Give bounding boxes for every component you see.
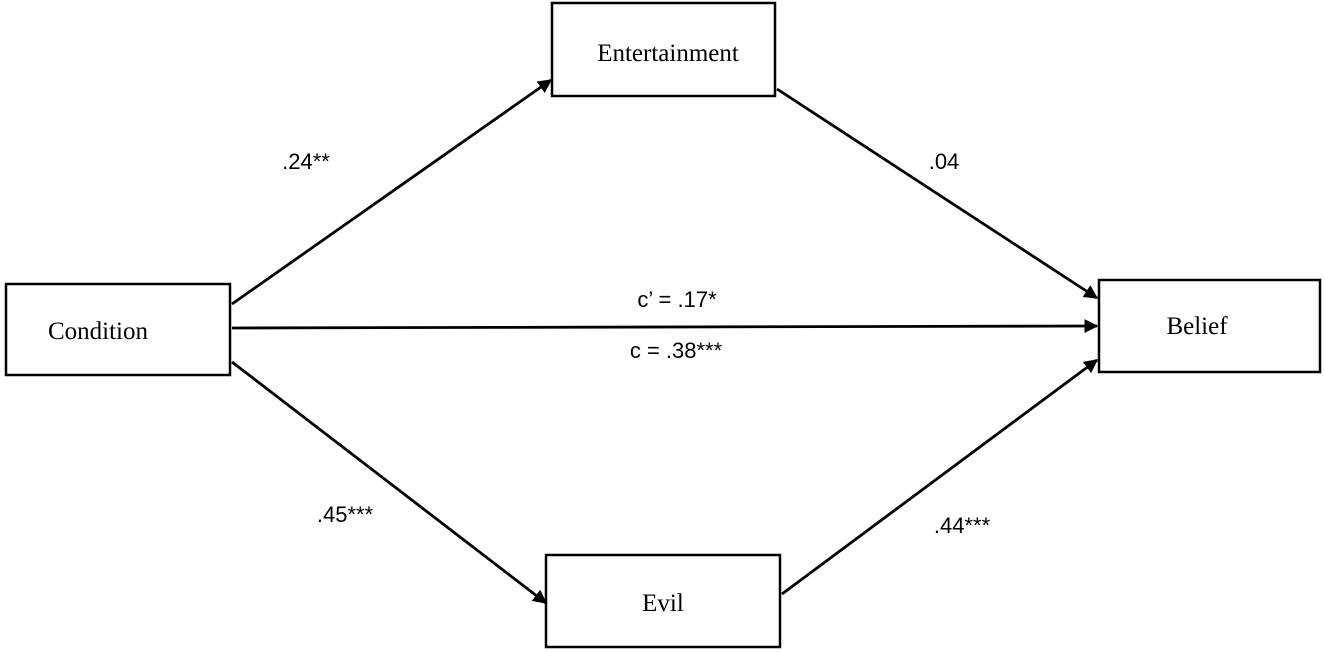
node-condition: Condition	[4, 282, 232, 377]
node-condition-label: Condition	[48, 318, 149, 345]
path-total-label: c = .38***	[630, 338, 723, 363]
arrow-entertainment-to-belief	[776, 87, 1099, 300]
node-belief-label: Belief	[1166, 313, 1228, 340]
node-belief: Belief	[1097, 278, 1322, 374]
path-a1-label: .24**	[282, 149, 330, 174]
arrow-condition-to-belief	[231, 319, 1099, 334]
node-entertainment-label: Entertainment	[597, 40, 739, 67]
arrow-condition-to-entertainment	[231, 78, 553, 306]
path-b2-label: .44***	[934, 513, 991, 538]
arrow-condition-to-evil	[231, 360, 548, 605]
path-b1-label: .04	[929, 149, 960, 174]
node-evil-label: Evil	[642, 590, 684, 617]
node-evil: Evil	[544, 553, 782, 649]
node-entertainment: Entertainment	[550, 1, 777, 98]
path-a2-label: .45***	[317, 502, 374, 527]
path-direct-label: c’ = .17*	[637, 287, 717, 312]
arrow-evil-to-belief	[781, 358, 1099, 596]
